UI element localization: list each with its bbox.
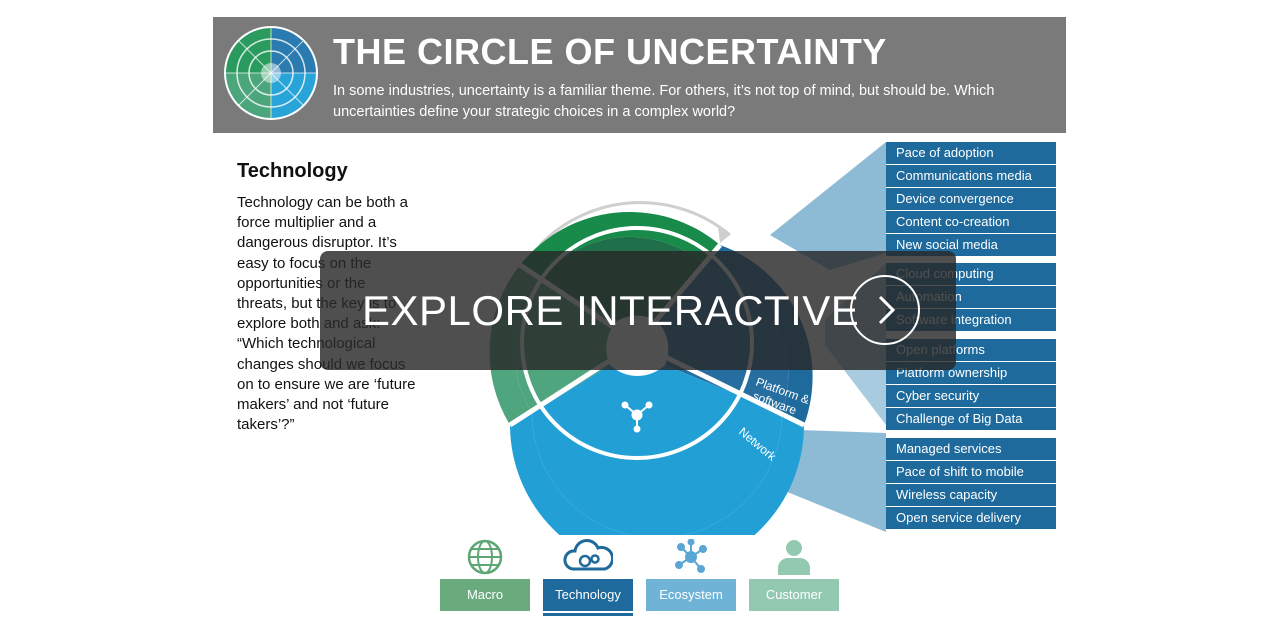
ecosystem-network-icon — [621, 401, 653, 433]
person-icon — [778, 540, 810, 575]
tab-ecosystem[interactable]: Ecosystem — [646, 535, 736, 611]
tab-label: Ecosystem — [646, 579, 736, 611]
active-tab-underline — [543, 613, 633, 616]
network-icon — [675, 539, 707, 573]
explore-interactive-button[interactable] — [850, 275, 920, 345]
list-item[interactable]: Pace of shift to mobile — [886, 461, 1056, 483]
tab-label: Macro — [440, 579, 530, 611]
tab-customer[interactable]: Customer — [749, 535, 839, 611]
uncertainty-circle-logo-icon — [224, 26, 318, 120]
list-item[interactable]: Content co-creation — [886, 211, 1056, 233]
wheel-green-outer — [520, 211, 720, 280]
list-item[interactable]: New social media — [886, 234, 1056, 256]
page-subtitle: In some industries, uncertainty is a fam… — [333, 83, 995, 120]
section-title: Technology — [237, 160, 348, 182]
list-item[interactable]: Wireless capacity — [886, 484, 1056, 506]
header-banner: THE CIRCLE OF UNCERTAINTY In some indust… — [213, 17, 1066, 133]
list-group-network: Managed services Pace of shift to mobile… — [886, 438, 1056, 530]
list-group-end-user: Pace of adoption Communications media De… — [886, 142, 1056, 257]
list-item[interactable]: Cyber security — [886, 385, 1056, 407]
tab-macro[interactable]: Macro — [440, 535, 530, 611]
list-item[interactable]: Managed services — [886, 438, 1056, 460]
cloud-gears-icon — [563, 539, 613, 571]
page-title: THE CIRCLE OF UNCERTAINTY — [333, 31, 887, 72]
list-item[interactable]: Communications media — [886, 165, 1056, 187]
explore-interactive-overlay[interactable]: EXPLORE INTERACTIVE — [320, 251, 956, 370]
tab-technology[interactable]: Technology — [543, 535, 633, 616]
chevron-right-icon — [878, 295, 896, 325]
list-item[interactable]: Device convergence — [886, 188, 1056, 210]
tab-label: Customer — [749, 579, 839, 611]
tab-label: Technology — [543, 579, 633, 611]
list-item[interactable]: Pace of adoption — [886, 142, 1056, 164]
callout-wedge-top — [770, 142, 886, 270]
globe-icon — [467, 539, 503, 575]
explore-interactive-label: EXPLORE INTERACTIVE — [362, 287, 860, 334]
list-item[interactable]: Open service delivery — [886, 507, 1056, 529]
list-item[interactable]: Challenge of Big Data — [886, 408, 1056, 430]
